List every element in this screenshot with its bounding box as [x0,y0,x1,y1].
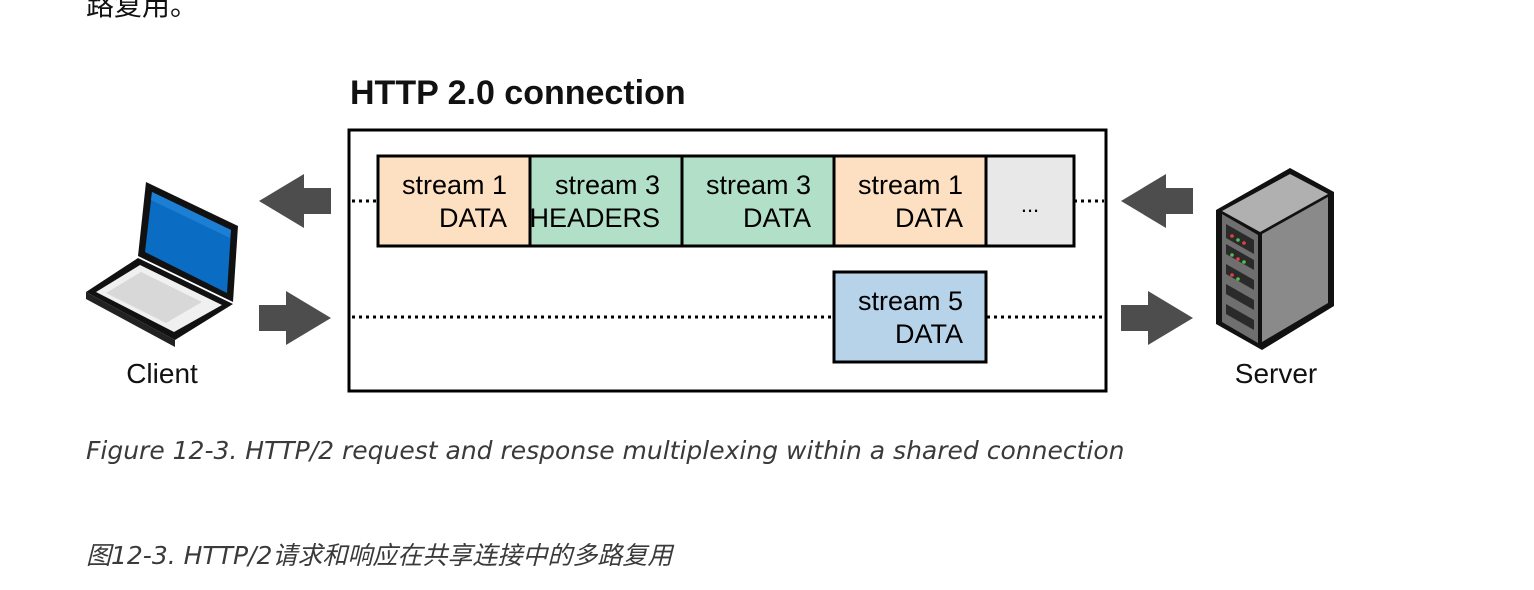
arrow-right-client-icon [259,291,331,345]
figure-caption-english: Figure 12-3. HTTP/2 request and response… [86,436,1125,465]
arrow-left-client-icon [259,174,331,228]
laptop-icon [86,182,238,347]
top-frame-row: stream 1 DATA stream 3 HEADERS stream 3 … [376,154,1076,248]
frame-label-line1: stream 1 [858,170,963,200]
frame-label-line1: stream 3 [555,170,660,200]
client-label: Client [126,358,198,389]
frame-stream1-data-a: stream 1 DATA [376,154,532,248]
frame-label-line2: DATA [439,203,507,233]
http2-multiplexing-diagram: HTTP 2.0 connection stream 1 DATA stream… [86,74,1334,393]
diagram-title: HTTP 2.0 connection [350,74,686,112]
frame-stream3-data: stream 3 DATA [680,154,836,248]
frame-ellipsis: ... [984,154,1076,248]
frame-label-line2: DATA [895,319,963,349]
frame-label-line1: stream 1 [402,170,507,200]
frame-label-line2: HEADERS [529,203,660,233]
top-paragraph-text: 路复用。 [86,0,199,22]
frame-stream3-headers: stream 3 HEADERS [528,154,684,248]
arrow-right-server-icon [1121,291,1193,345]
figure-caption-chinese: 图12-3. HTTP/2请求和响应在共享连接中的多路复用 [86,541,673,570]
frame-label-line1: stream 3 [706,170,811,200]
server-icon [1216,168,1334,350]
frame-label-line2: DATA [895,203,963,233]
frame-stream5-data: stream 5 DATA [832,270,988,364]
frame-stream1-data-b: stream 1 DATA [832,154,988,248]
frame-label-line1: ... [1021,192,1039,217]
server-label: Server [1235,358,1317,389]
frame-label-line1: stream 5 [858,286,963,316]
frame-label-line2: DATA [743,203,811,233]
arrow-left-server-icon [1121,174,1193,228]
